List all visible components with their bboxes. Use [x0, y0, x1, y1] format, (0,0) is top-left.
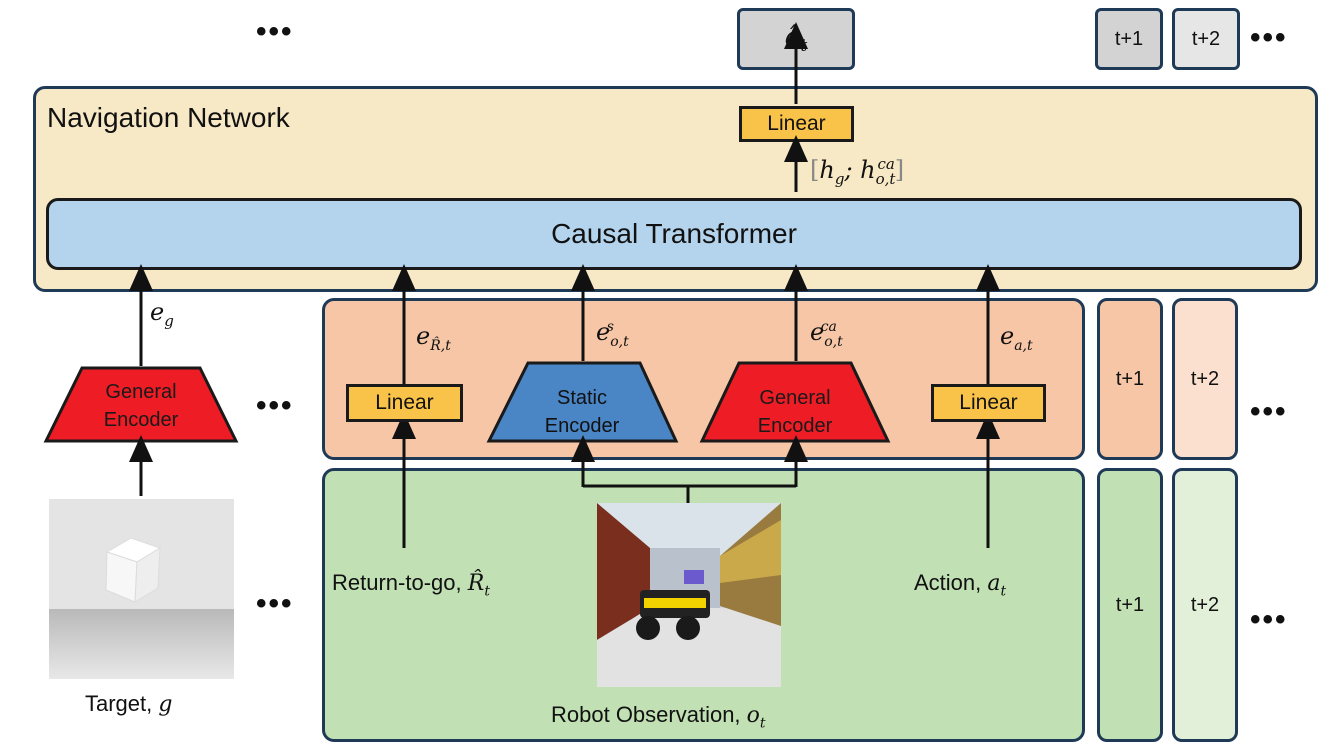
- embed-label-static: eo,ts: [596, 318, 629, 350]
- output-timestep-t2: t+2: [1172, 8, 1240, 70]
- ellipsis-top-right: •••: [1250, 21, 1288, 54]
- ellipsis-bottom-left: •••: [256, 587, 294, 620]
- input-timestep-t1: t+1: [1097, 468, 1163, 742]
- robot-observation-image: [597, 503, 781, 687]
- output-timestep-t1: t+1: [1095, 8, 1163, 70]
- return-to-go-label: Return-to-go, R̂t: [332, 570, 490, 600]
- ellipsis-bottom-right: •••: [1250, 603, 1288, 636]
- target-image: [49, 499, 234, 679]
- robot-observation-label: Robot Observation, ot: [551, 702, 766, 732]
- static-encoder-shape: [486, 361, 679, 443]
- embed-label-g: eg: [150, 298, 174, 330]
- action-label: Action, at: [914, 570, 1007, 600]
- input-timestep-t2: t+2: [1172, 468, 1238, 742]
- embed-label-general: eo,tca: [810, 318, 843, 350]
- ellipsis-mid-left: •••: [256, 389, 294, 422]
- ellipsis-mid-right: •••: [1250, 395, 1288, 428]
- target-general-encoder-shape: [43, 366, 239, 443]
- causal-transformer-box: Causal Transformer: [46, 198, 1302, 270]
- concat-label: [hg; ho,tca]: [810, 155, 905, 188]
- navigation-network-title: Navigation Network: [47, 102, 290, 133]
- ellipsis-top-left: •••: [256, 15, 294, 48]
- action-linear-box: Linear: [931, 384, 1046, 422]
- general-encoder-shape: [699, 361, 891, 443]
- embed-label-action: ea,t: [1000, 322, 1033, 354]
- embed-label-return: eR̂,t: [416, 322, 451, 354]
- embedding-timestep-t1: t+1: [1097, 298, 1163, 460]
- embedding-panel: [322, 298, 1085, 460]
- embedding-timestep-t2: t+2: [1172, 298, 1238, 460]
- return-linear-box: Linear: [346, 384, 463, 422]
- target-label: Target, g: [85, 691, 173, 717]
